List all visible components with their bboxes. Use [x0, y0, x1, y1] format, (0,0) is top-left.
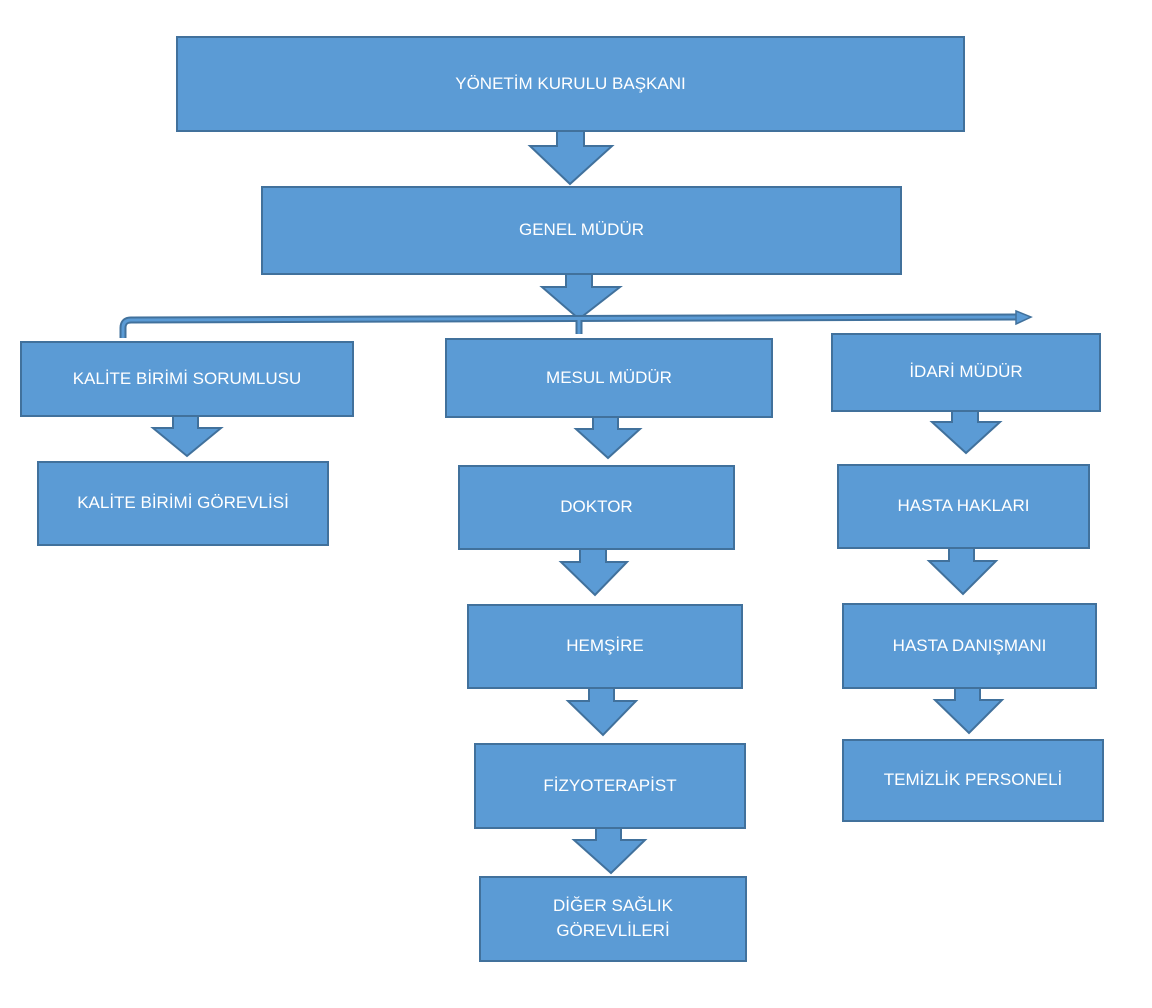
- box-label-line-2: GÖREVLİLERİ: [556, 921, 670, 940]
- box-chairman: YÖNETİM KURULU BAŞKANI: [176, 36, 965, 132]
- box-cleaning-staff: TEMİZLİK PERSONELİ: [842, 739, 1104, 822]
- box-label-line-1: DİĞER SAĞLIK: [553, 896, 673, 916]
- arrow-rights-to-advisor: [926, 547, 999, 596]
- box-label: İDARİ MÜDÜR: [909, 362, 1023, 382]
- box-label: HASTA DANIŞMANI: [892, 635, 1047, 655]
- box-patient-rights: HASTA HAKLARI: [837, 464, 1090, 549]
- arrow-advisor-to-cleaning: [932, 687, 1005, 735]
- arrow-admin-to-rights: [929, 410, 1003, 455]
- box-label: KALİTE BİRİMİ GÖREVLİSİ: [77, 493, 289, 513]
- arrow-general-to-branches: [539, 273, 623, 321]
- box-label: KALİTE BİRİMİ SORUMLUSU: [72, 368, 302, 388]
- box-patient-advisor: HASTA DANIŞMANI: [842, 603, 1097, 689]
- box-label: YÖNETİM KURULU BAŞKANI: [455, 73, 686, 93]
- box-admin-manager: İDARİ MÜDÜR: [831, 333, 1101, 412]
- box-label: GENEL MÜDÜR: [519, 220, 644, 240]
- arrow-quality-lead-to-staff: [150, 415, 224, 458]
- box-general-manager: GENEL MÜDÜR: [261, 186, 902, 275]
- arrow-chairman-to-general: [527, 130, 615, 186]
- box-label: MESUL MÜDÜR: [546, 367, 672, 387]
- arrow-physio-to-other: [571, 827, 648, 875]
- arrow-nurse-to-physio: [565, 687, 639, 737]
- arrow-manager-to-doctor: [573, 416, 643, 460]
- box-label: HASTA HAKLARI: [897, 496, 1030, 516]
- arrow-doctor-to-nurse: [558, 548, 630, 597]
- box-label: HEMŞİRE: [566, 636, 644, 656]
- box-quality-staff: KALİTE BİRİMİ GÖREVLİSİ: [37, 461, 329, 546]
- branch-arrowhead: [1015, 309, 1033, 326]
- box-label: DOKTOR: [560, 497, 633, 517]
- box-label: TEMİZLİK PERSONELİ: [883, 770, 1063, 790]
- box-quality-lead: KALİTE BİRİMİ SORUMLUSU: [20, 341, 354, 417]
- box-physio: FİZYOTERAPİST: [474, 743, 746, 829]
- box-responsible-manager: MESUL MÜDÜR: [445, 338, 773, 418]
- box-nurse: HEMŞİRE: [467, 604, 743, 689]
- box-label: FİZYOTERAPİST: [543, 775, 677, 795]
- box-other-health: DİĞER SAĞLIK GÖREVLİLERİ: [479, 876, 747, 962]
- box-doctor: DOKTOR: [458, 465, 735, 550]
